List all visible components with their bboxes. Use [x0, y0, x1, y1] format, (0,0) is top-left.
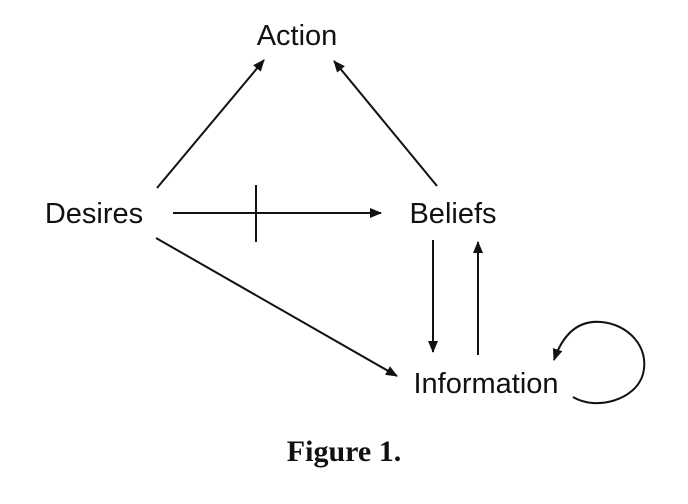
edge-beliefs-to-action: [333, 60, 438, 187]
figure-caption: Figure 1.: [287, 435, 401, 468]
node-beliefs: Beliefs: [409, 198, 496, 230]
node-desires: Desires: [45, 198, 143, 230]
node-action: Action: [257, 20, 338, 52]
edge-desires-to-information: [155, 237, 398, 377]
edge-information-self-loop: [552, 320, 646, 405]
node-information: Information: [413, 368, 558, 400]
edge-desires-to-action: [156, 59, 265, 189]
